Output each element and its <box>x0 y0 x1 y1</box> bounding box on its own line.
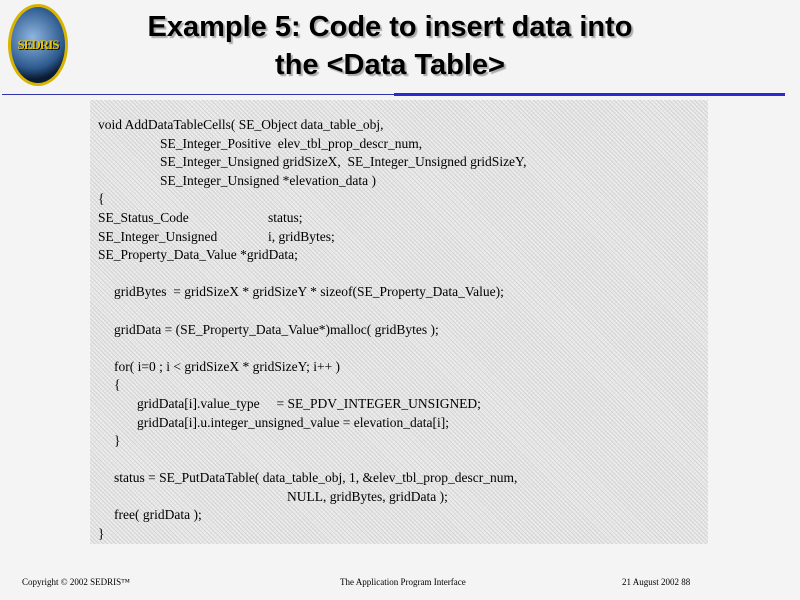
code-blank-line <box>98 265 526 284</box>
title-line-1: Example 5: Code to insert data into <box>147 11 633 43</box>
footer-date-page: 21 August 2002 88 <box>622 577 691 587</box>
sedris-logo: SEDRIS <box>8 4 68 86</box>
code-blank-line <box>98 451 526 470</box>
code-block: void AddDataTableCells( SE_Object data_t… <box>90 100 708 544</box>
code-line: SE_Integer_Positive elev_tbl_prop_descr_… <box>160 135 423 151</box>
code-line: SE_Integer_Unsigned *elevation_data ) <box>160 172 376 188</box>
title-divider-thick <box>394 93 785 96</box>
code-line: gridBytes = gridSizeX * gridSizeY * size… <box>114 284 504 300</box>
code-type: SE_Integer_Unsigned <box>98 228 218 244</box>
code-line: gridData = (SE_Property_Data_Value*)mall… <box>114 321 439 337</box>
footer-title: The Application Program Interface <box>340 577 466 587</box>
logo-text: SEDRIS <box>17 37 60 52</box>
code-line: SE_Status_Code status; <box>98 209 526 228</box>
code-line: free( gridData ); <box>114 507 202 523</box>
code-line: for( i=0 ; i < gridSizeX * gridSizeY; i+… <box>114 358 341 374</box>
code-line: SE_Property_Data_Value *gridData; <box>98 247 298 263</box>
code-var: status; <box>268 209 303 225</box>
code-line: } <box>98 526 105 542</box>
code-line: { <box>114 377 121 393</box>
code-blank-line <box>98 302 526 321</box>
title-divider-thin <box>2 94 394 95</box>
code-line: status = SE_PutDataTable( data_table_obj… <box>114 470 518 486</box>
title-line-2: the <Data Table> <box>275 49 505 81</box>
code-line: gridData[i].value_type = SE_PDV_INTEGER_… <box>137 395 481 411</box>
code-type: SE_Status_Code <box>98 209 189 225</box>
code-line: NULL, gridBytes, gridData ); <box>287 488 448 504</box>
slide-title: Example 5: Code to insert data into the … <box>100 8 680 84</box>
code-line: } <box>114 433 121 449</box>
code-line: { <box>98 191 105 207</box>
code-line: gridData[i].u.integer_unsigned_value = e… <box>137 414 450 430</box>
code-blank-line <box>98 339 526 358</box>
footer-copyright: Copyright © 2002 SEDRIS™ <box>22 577 130 587</box>
code-line: SE_Integer_Unsigned i, gridBytes; <box>98 228 526 247</box>
code-line: void AddDataTableCells( SE_Object data_t… <box>98 117 384 132</box>
code-line: SE_Integer_Unsigned gridSizeX, SE_Intege… <box>160 154 527 170</box>
code-var: i, gridBytes; <box>268 228 335 244</box>
